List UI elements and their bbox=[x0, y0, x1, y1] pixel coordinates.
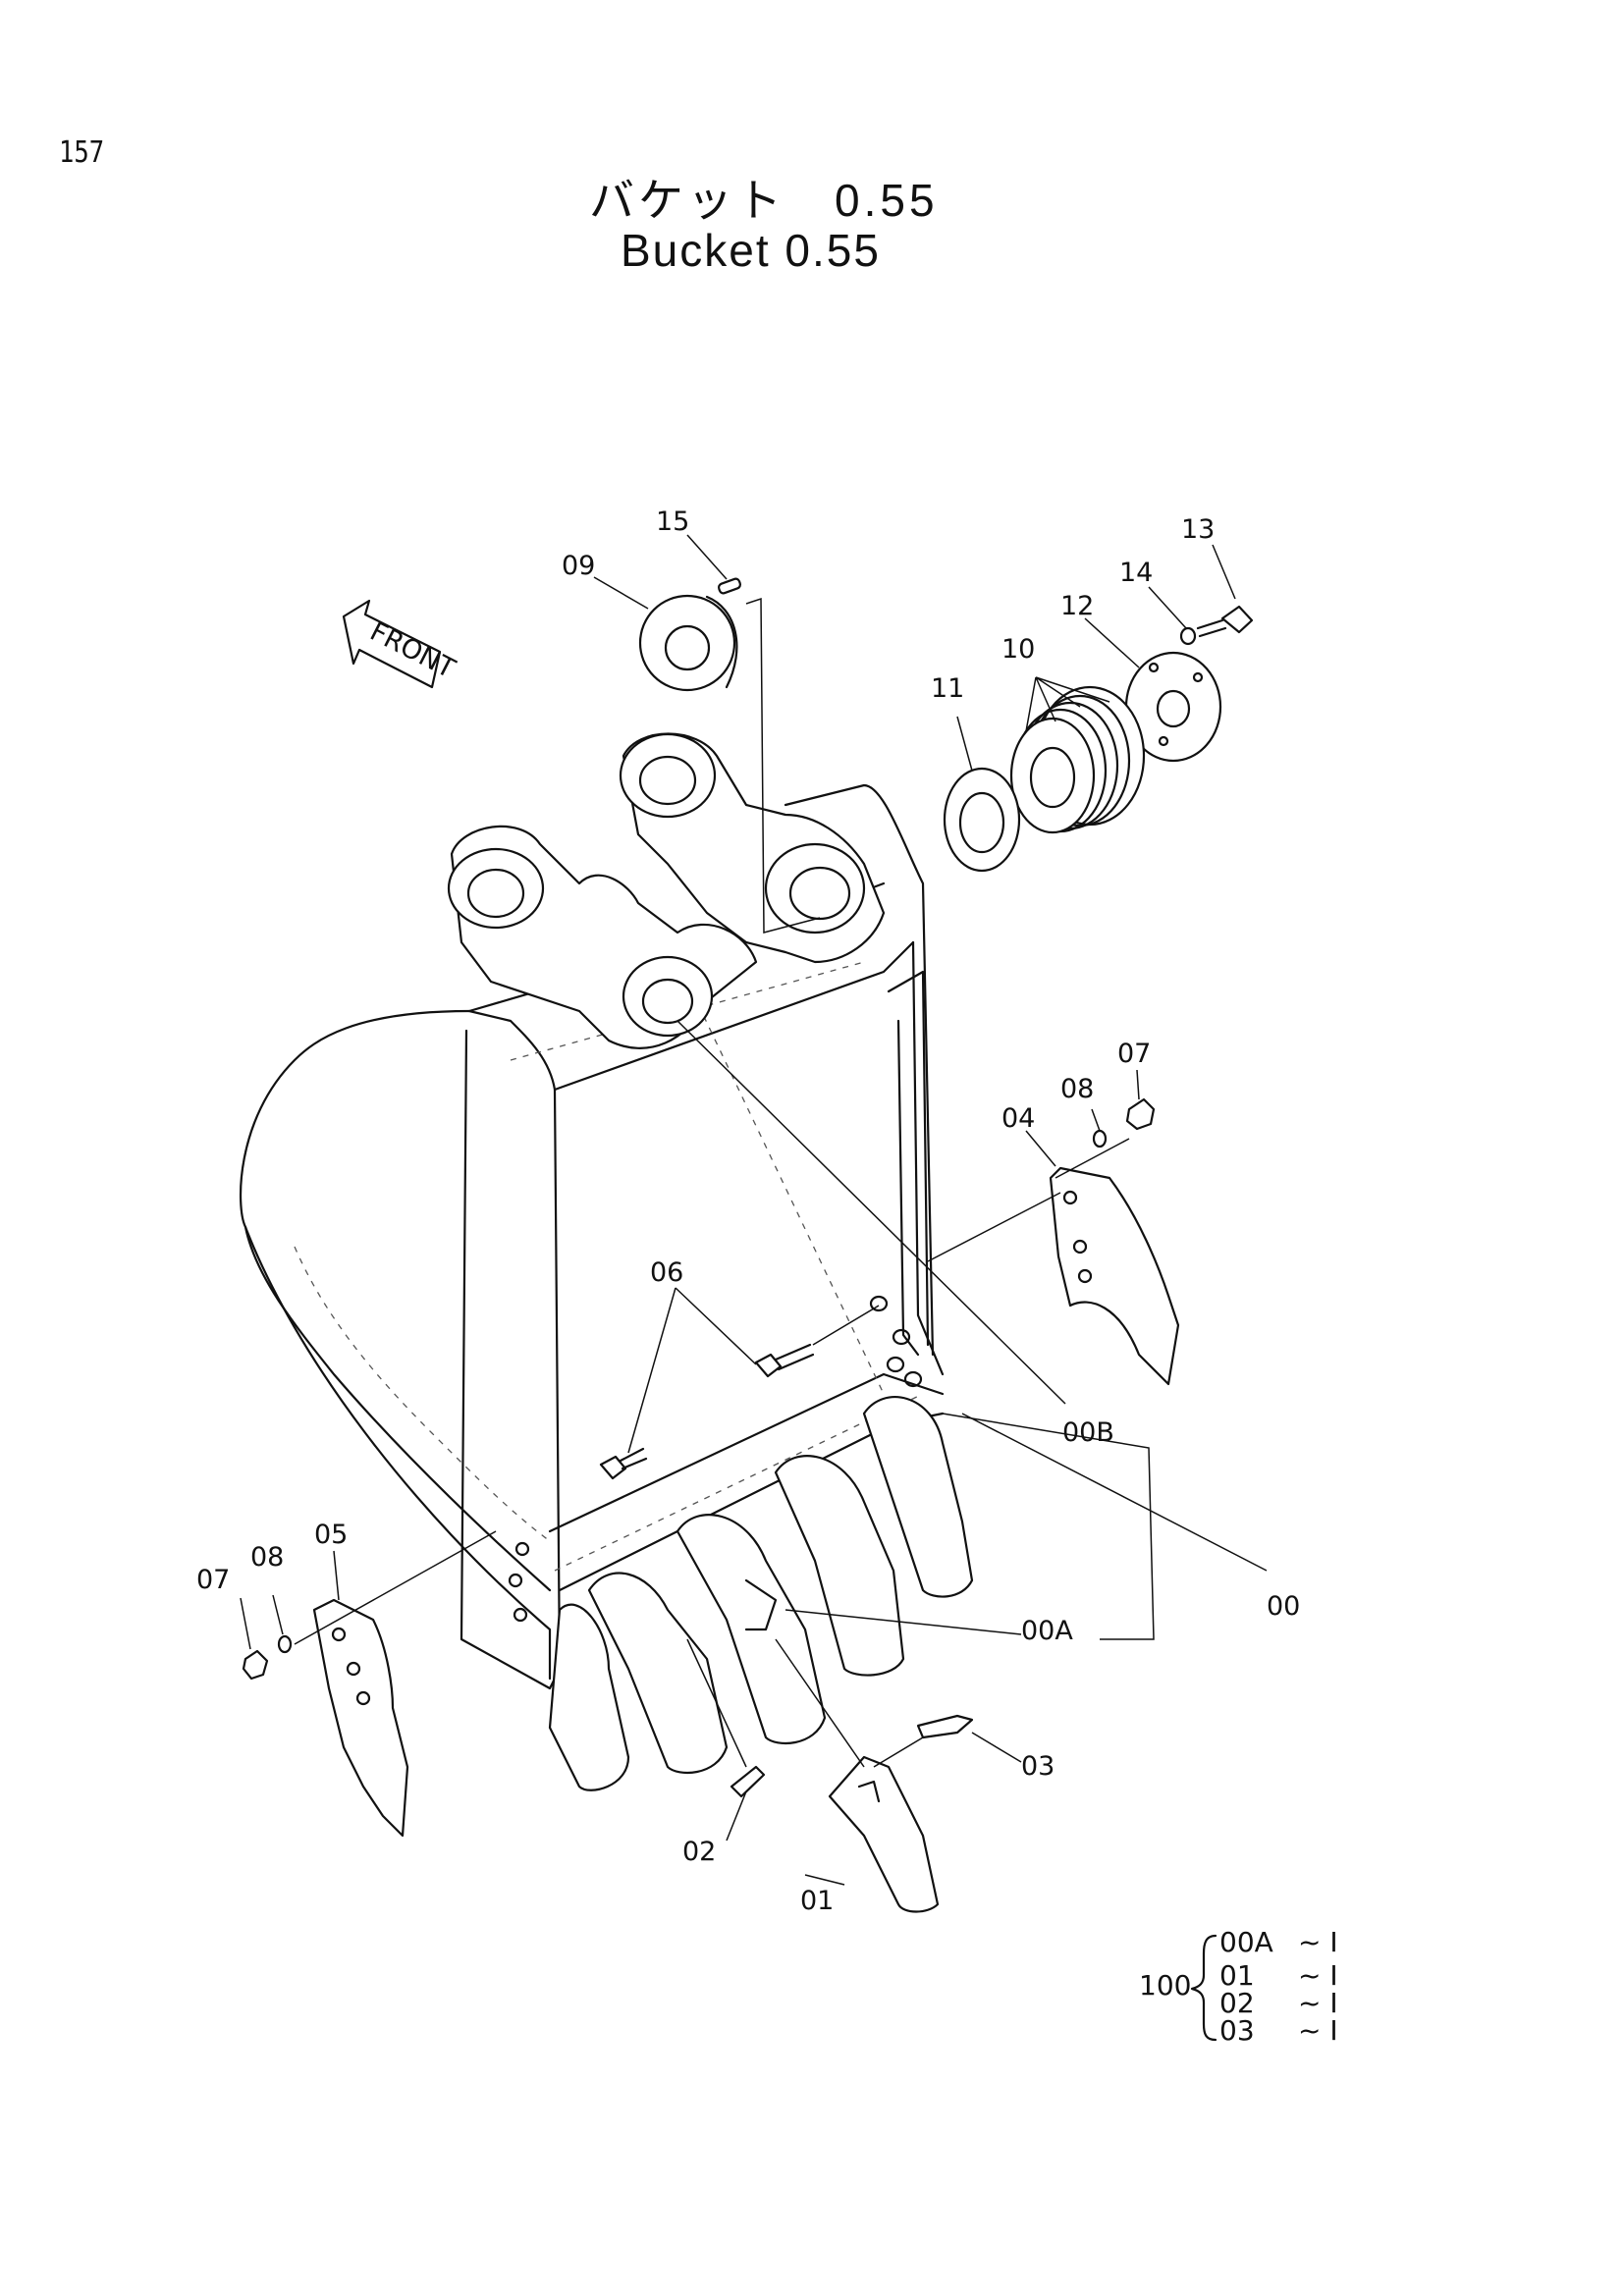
callout-07-left: 07 bbox=[196, 1565, 230, 1595]
kit-legend: 100 00A ~ I 01 ~ I 02 ~ I 03 ~ I bbox=[1139, 1926, 1338, 2047]
nut-07-right bbox=[1125, 1097, 1156, 1131]
callout-07-right: 07 bbox=[1117, 1039, 1151, 1069]
callout-08-left: 08 bbox=[250, 1542, 284, 1573]
callout-00B: 00B bbox=[1062, 1417, 1114, 1448]
callout-10: 10 bbox=[1001, 634, 1035, 665]
washer-08-right bbox=[1092, 1129, 1108, 1148]
page-number: 157 bbox=[59, 135, 105, 170]
callout-12: 12 bbox=[1060, 591, 1094, 621]
bolt-13 bbox=[1196, 605, 1254, 638]
callout-02: 02 bbox=[682, 1837, 716, 1867]
callout-14: 14 bbox=[1119, 558, 1153, 588]
plate-12 bbox=[1124, 651, 1222, 763]
callout-05: 05 bbox=[314, 1520, 348, 1550]
bolts-06 bbox=[599, 1343, 815, 1480]
kit-item-part: 02 bbox=[1219, 1987, 1255, 2019]
kit-item-part: 01 bbox=[1219, 1959, 1255, 1992]
leader-lines bbox=[240, 534, 1268, 1886]
tooth-point-01 bbox=[828, 1755, 940, 1913]
shims-10 bbox=[1009, 685, 1146, 834]
kit-item-part: 03 bbox=[1219, 2014, 1255, 2047]
bushing-09 bbox=[638, 594, 738, 692]
kit-item-qty: ~ I bbox=[1298, 1926, 1338, 1958]
tooth-adapters bbox=[548, 1396, 974, 1791]
kit-item-qty: ~ I bbox=[1298, 1959, 1338, 1992]
front-arrow-icon: FRONT bbox=[342, 599, 460, 689]
callout-11: 11 bbox=[931, 673, 964, 704]
washer-14 bbox=[1179, 626, 1197, 646]
side-cutter-right bbox=[1049, 1166, 1180, 1386]
side-cutter-left bbox=[312, 1598, 409, 1838]
title-english: Bucket 0.55 bbox=[621, 225, 881, 276]
kit-item-qty: ~ I bbox=[1298, 1987, 1338, 2019]
callout-03: 03 bbox=[1021, 1751, 1055, 1782]
callout-00A: 00A bbox=[1021, 1616, 1073, 1646]
callout-09: 09 bbox=[562, 551, 595, 581]
pin-15 bbox=[717, 577, 742, 595]
kit-item-part: 00A bbox=[1219, 1926, 1273, 1958]
nut-07-left bbox=[242, 1649, 269, 1681]
lock-03 bbox=[916, 1714, 974, 1739]
lock-pin-02 bbox=[730, 1765, 766, 1798]
callout-13: 13 bbox=[1181, 514, 1215, 545]
washer-08-left bbox=[277, 1634, 293, 1654]
callout-08-right: 08 bbox=[1060, 1074, 1094, 1104]
callout-15: 15 bbox=[656, 507, 689, 537]
callout-labels: 15 09 13 14 12 10 11 07 08 04 06 00B 00 … bbox=[196, 507, 1300, 1916]
kit-item-qty: ~ I bbox=[1298, 2014, 1338, 2047]
plate-11 bbox=[943, 767, 1021, 873]
callout-01: 01 bbox=[800, 1886, 834, 1916]
title-japanese: バケット 0.55 bbox=[589, 175, 939, 226]
callout-04: 04 bbox=[1001, 1103, 1035, 1134]
callout-06: 06 bbox=[650, 1257, 683, 1288]
callout-00: 00 bbox=[1267, 1591, 1300, 1622]
kit-number: 100 bbox=[1139, 1969, 1191, 2002]
